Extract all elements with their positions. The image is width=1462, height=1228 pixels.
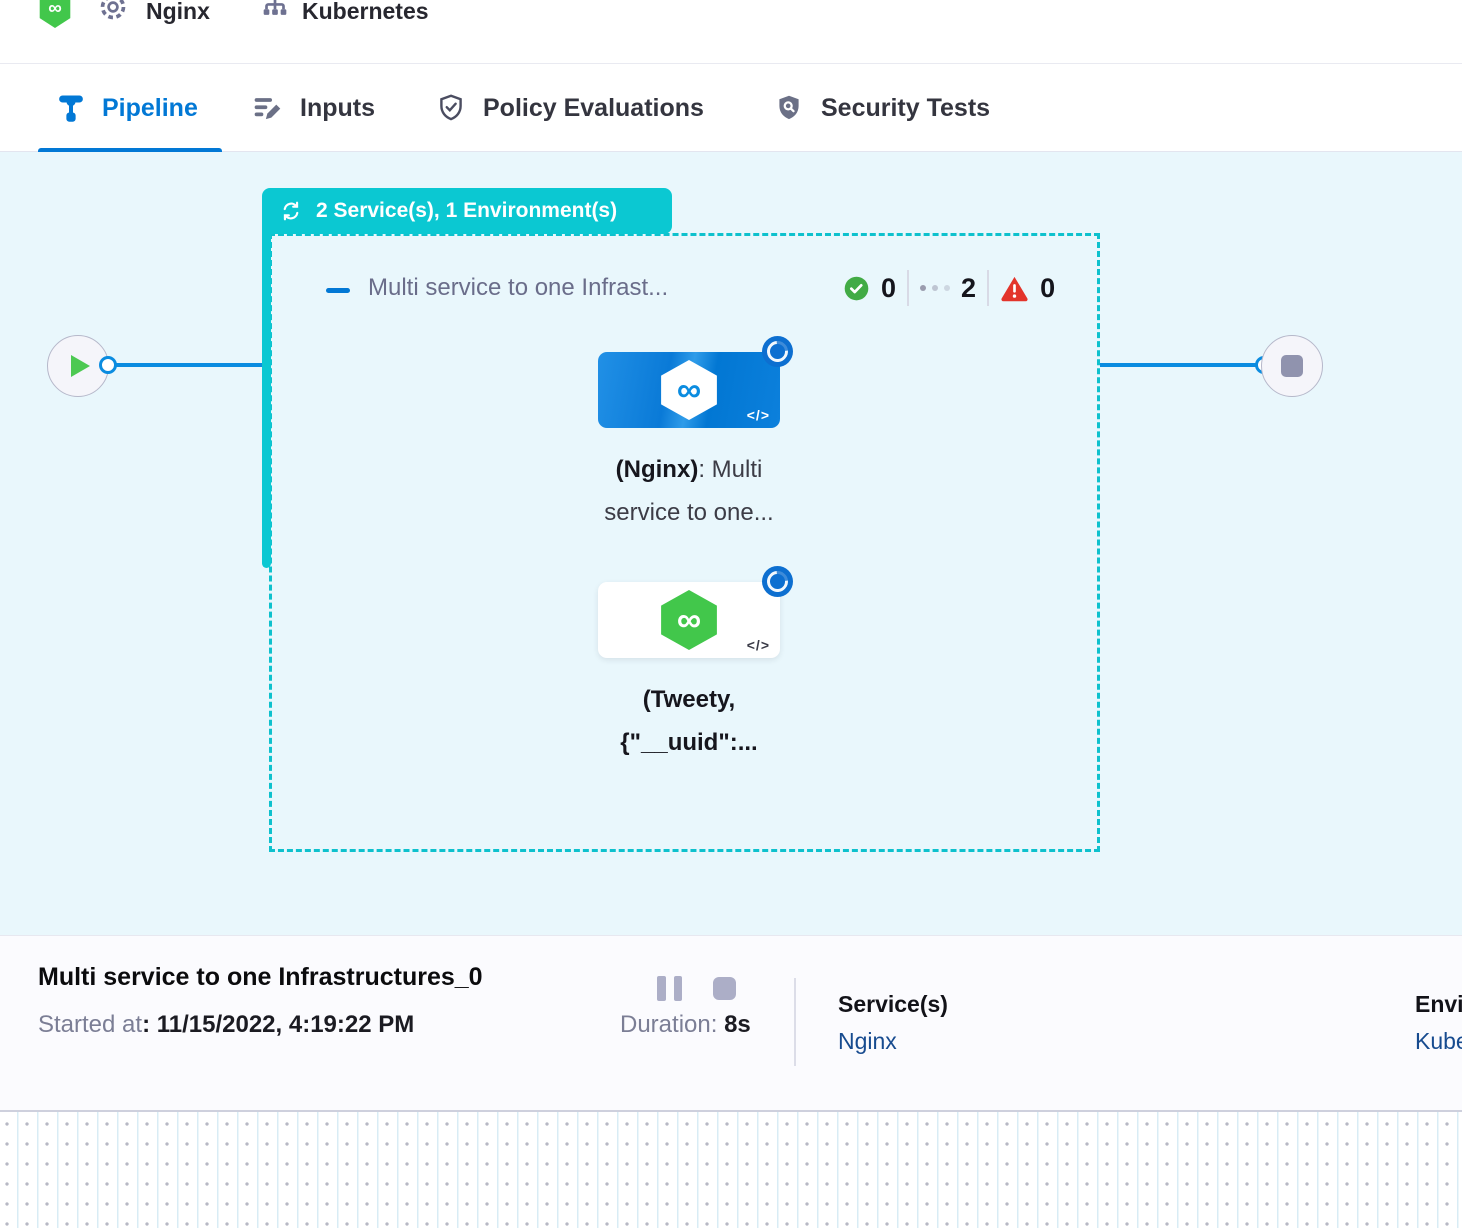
loop-stage-left-bar <box>262 233 271 568</box>
breadcrumb-pipeline-name[interactable]: Nginx <box>146 0 210 24</box>
failed-count: 0 <box>1040 272 1056 303</box>
edge-stage-to-end <box>1100 363 1264 367</box>
footer-divider <box>794 978 796 1066</box>
security-shield-magnifier-icon <box>773 92 805 124</box>
tab-security-tests-label: Security Tests <box>821 93 991 122</box>
start-node-connector-dot <box>99 356 117 374</box>
tab-policy-evaluations[interactable]: Policy Evaluations <box>435 64 704 152</box>
execution-summary-bar: Multi service to one Infrastructures_0 S… <box>0 935 1462 1112</box>
execution-tabbar: Pipeline Inputs Policy <box>0 64 1462 153</box>
code-icon: </> <box>746 407 770 423</box>
console-grid-area[interactable] <box>0 1112 1462 1228</box>
running-count-icon <box>920 285 951 291</box>
service-node-nginx-label: (Nginx): Multi service to one... <box>604 456 774 526</box>
play-icon <box>71 355 90 377</box>
started-at-line: Started at: 11/15/2022, 4:19:22 PM <box>38 1011 415 1038</box>
stage-status-counts: 0 2 0 <box>843 270 1055 306</box>
harness-logo-icon: ∞ <box>39 0 71 28</box>
services-link[interactable]: Nginx <box>838 1028 897 1054</box>
tab-inputs-label: Inputs <box>300 93 375 122</box>
running-spinner-icon <box>762 336 793 367</box>
edge-start-to-stage <box>110 363 264 367</box>
pipeline-graph-canvas[interactable]: 2 Service(s), 1 Environment(s) Multi ser… <box>0 152 1462 935</box>
services-label: Service(s) <box>838 991 948 1017</box>
tab-security-tests[interactable]: Security Tests <box>773 64 990 152</box>
success-count-icon <box>843 275 870 302</box>
code-icon: </> <box>746 637 770 653</box>
failed-count-icon <box>1000 275 1029 302</box>
abort-execution-button[interactable] <box>713 977 736 1000</box>
duration-line: Duration: 8s <box>620 1011 751 1038</box>
service-node-tweety-label: (Tweety, {"__uuid":... <box>620 686 758 756</box>
loop-stage-badge[interactable]: 2 Service(s), 1 Environment(s) <box>262 188 672 234</box>
harness-logo-icon: ∞ <box>661 590 717 650</box>
start-node <box>47 335 109 397</box>
service-node-tweety[interactable]: ∞ </> <box>598 582 780 658</box>
tab-inputs[interactable]: Inputs <box>252 64 375 152</box>
kubernetes-icon <box>258 0 292 22</box>
tab-pipeline-label: Pipeline <box>102 93 198 122</box>
environments-link[interactable]: Kubernetes <box>1415 1028 1462 1054</box>
inputs-icon <box>252 92 284 124</box>
loop-stage-badge-label: 2 Service(s), 1 Environment(s) <box>316 199 618 222</box>
pause-execution-button[interactable] <box>657 976 682 1001</box>
running-spinner-icon <box>762 566 793 597</box>
stop-icon <box>1281 355 1303 377</box>
service-node-nginx[interactable]: ∞ </> <box>598 352 780 428</box>
breadcrumb-environment-name[interactable]: Kubernetes <box>302 0 429 24</box>
environments-label: Environment(s) <box>1415 991 1462 1017</box>
gear-icon[interactable] <box>96 0 130 24</box>
stage-title[interactable]: Multi service to one Infrast... <box>368 274 669 301</box>
execution-title: Multi service to one Infrastructures_0 <box>38 963 483 991</box>
active-tab-underline <box>38 148 222 153</box>
running-count: 2 <box>961 272 977 303</box>
tab-pipeline[interactable]: Pipeline <box>38 64 222 153</box>
end-node <box>1261 335 1323 397</box>
breadcrumb-bar: ∞ Nginx Kubernetes <box>0 0 1462 64</box>
loop-cycle-icon <box>278 198 304 224</box>
success-count: 0 <box>881 272 897 303</box>
harness-logo-icon: ∞ <box>661 360 717 420</box>
policy-shield-check-icon <box>435 92 467 124</box>
tab-policy-evaluations-label: Policy Evaluations <box>483 93 704 122</box>
collapse-stage-button[interactable] <box>326 288 350 293</box>
pipeline-icon <box>56 91 86 125</box>
